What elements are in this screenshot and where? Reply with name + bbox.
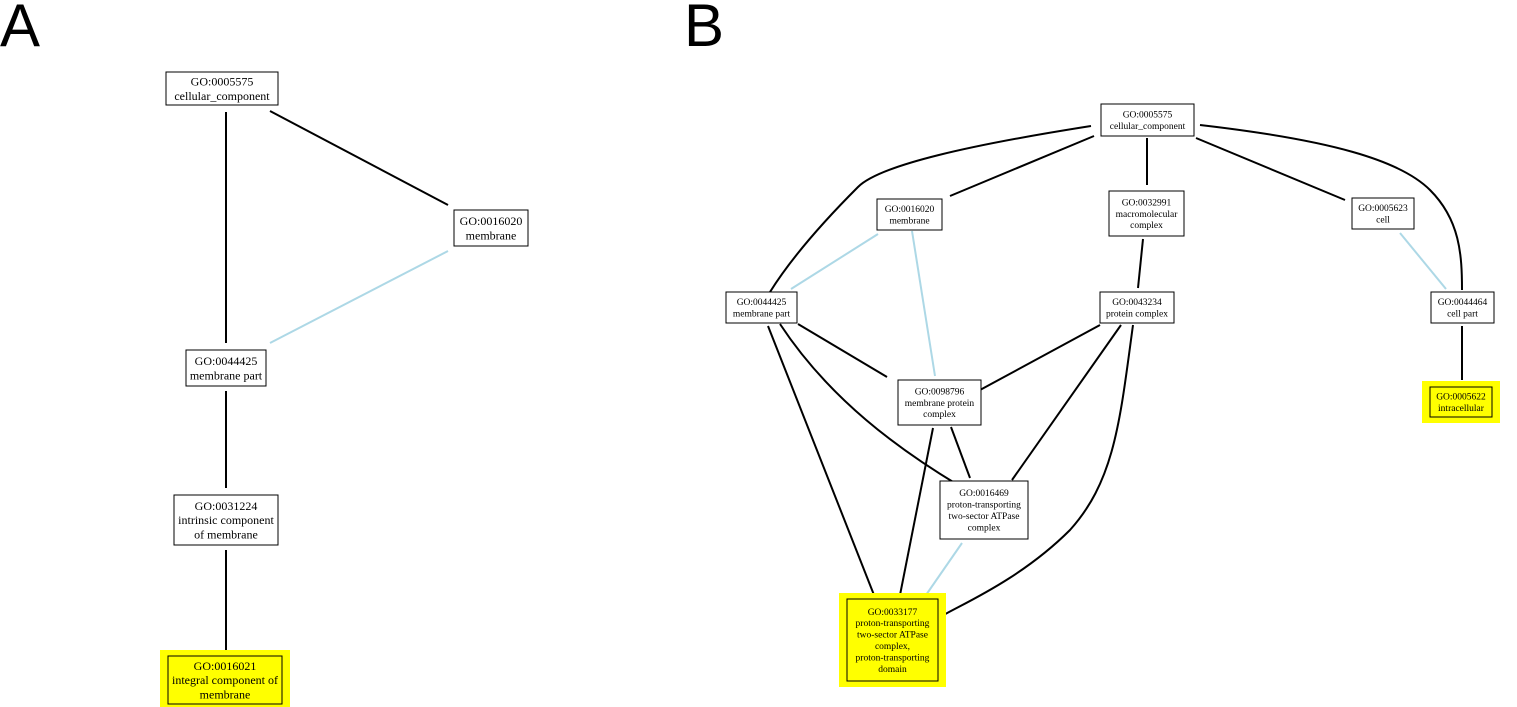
edge-b-0044425-to-b-0033177 [767,325,875,596]
node-go-id: GO:0044425 [195,354,258,368]
node-go-id: GO:0016020 [460,214,523,228]
edge-b-0098796-to-b-0016469 [950,426,971,479]
node-box [1351,197,1415,230]
node-term-label: cellular_component [174,89,270,103]
node-box [846,598,939,682]
go-node-0044464[interactable]: GO:0044464 cell part [1430,291,1495,324]
node-go-id: GO:0098796 [915,387,965,397]
node-box [165,71,279,106]
node-box [1108,190,1185,237]
node-go-id: GO:0031224 [195,499,258,513]
node-box [939,480,1029,540]
node-term-label: proton-transporting [947,501,1021,511]
edge-b-0016020-to-b-0098796 [911,230,936,377]
node-go-id: GO:0044425 [737,298,787,308]
node-box [1100,103,1195,137]
node-term-label: complex [968,523,1001,533]
node-go-id: GO:0005622 [1436,393,1486,403]
nodes-layer: GO:0005575cellular_componentGO:0016020me… [160,71,1500,707]
edge-b-0005575-to-b-0044425 [769,125,1092,293]
node-term-label: complex [923,410,956,420]
node-term-label: membrane protein [905,399,975,409]
node-go-id: GO:0005575 [1123,111,1173,121]
edge-b-0044425-to-b-0016469 [779,323,959,486]
node-go-id: GO:0043234 [1112,298,1162,308]
edge-b-0005575-to-b-0044464 [1199,124,1463,291]
node-box [1099,291,1175,324]
edge-b-0005575-to-b-0016020 [949,135,1095,197]
node-box [1430,291,1495,324]
node-term-label: of membrane [194,528,258,542]
node-term-label: two-sector ATPase [857,631,928,641]
node-box [725,291,798,324]
node-box [453,209,529,247]
node-term-label: membrane part [733,310,791,320]
node-box [1429,386,1493,418]
go-node-0005623[interactable]: GO:0005623 cell [1351,197,1415,230]
edge-b-0043234-to-b-0016469 [1011,324,1122,481]
node-term-label: integral component of [172,673,278,687]
node-term-label: membrane [889,217,929,227]
node-go-id: GO:0032991 [1122,198,1172,208]
node-term-label: cell [1376,216,1390,226]
edges-layer [225,110,1463,650]
edge-b-0016469-to-b-0033177 [925,542,963,596]
edge-a-0005575-to-a-0016020 [269,110,449,206]
node-term-label: two-sector ATPase [949,512,1020,522]
edge-b-0005623-to-b-0044464 [1399,232,1447,290]
node-term-label: proton-transporting [856,619,930,629]
edge-b-0032991-to-b-0043234 [1137,238,1144,289]
node-term-label: membrane part [190,368,263,382]
node-term-label: macromolecular [1116,210,1179,220]
node-go-id: GO:0005623 [1358,204,1408,214]
node-term-label: domain [878,665,907,675]
go-node-0033177[interactable]: GO:0033177proton-transportingtwo-sector … [839,593,946,687]
node-term-label: membrane [200,688,251,702]
node-term-label: complex [1130,221,1163,231]
node-go-id: GO:0016020 [885,205,935,215]
edge-b-0043234-to-b-0033177 [941,324,1134,617]
edge-a-0016020-to-a-0044425 [269,250,449,344]
node-box [185,349,267,387]
node-term-label: protein complex [1106,310,1168,320]
node-term-label: complex, [875,642,910,652]
node-term-label: intrinsic component [178,513,274,527]
edge-b-0043234-to-b-0098796 [979,324,1101,391]
node-go-id: GO:0016469 [959,489,1009,499]
go-node-0016020[interactable]: GO:0016020 membrane [876,198,943,231]
edge-b-0044425-to-b-0098796 [797,323,888,378]
panel-a-label: A [0,0,41,59]
node-term-label: intracellular [1438,404,1485,414]
node-box [173,494,279,546]
node-term-label: membrane [466,228,517,242]
node-go-id: GO:0005575 [191,75,254,89]
node-term-label: proton-transporting [856,653,930,663]
node-term-label: cellular_component [1110,122,1186,132]
go-node-0044425[interactable]: GO:0044425 membrane part [725,291,798,324]
edge-b-0005575-to-b-0005623 [1195,137,1346,201]
node-go-id: GO:0044464 [1438,298,1488,308]
edge-b-0016020-to-b-0044425 [790,233,879,290]
node-go-id: GO:0033177 [868,608,918,618]
node-box [167,655,283,705]
node-box [876,198,943,231]
node-go-id: GO:0016021 [194,659,257,673]
panel-b-label: B [684,0,725,59]
node-box [897,379,982,426]
go-node-0043234[interactable]: GO:0043234 protein complex [1099,291,1175,324]
node-term-label: cell part [1447,310,1478,320]
edge-b-0098796-to-b-0033177 [899,427,934,596]
go-node-0016469[interactable]: GO:0016469 proton-transportingtwo-sector … [939,480,1029,540]
